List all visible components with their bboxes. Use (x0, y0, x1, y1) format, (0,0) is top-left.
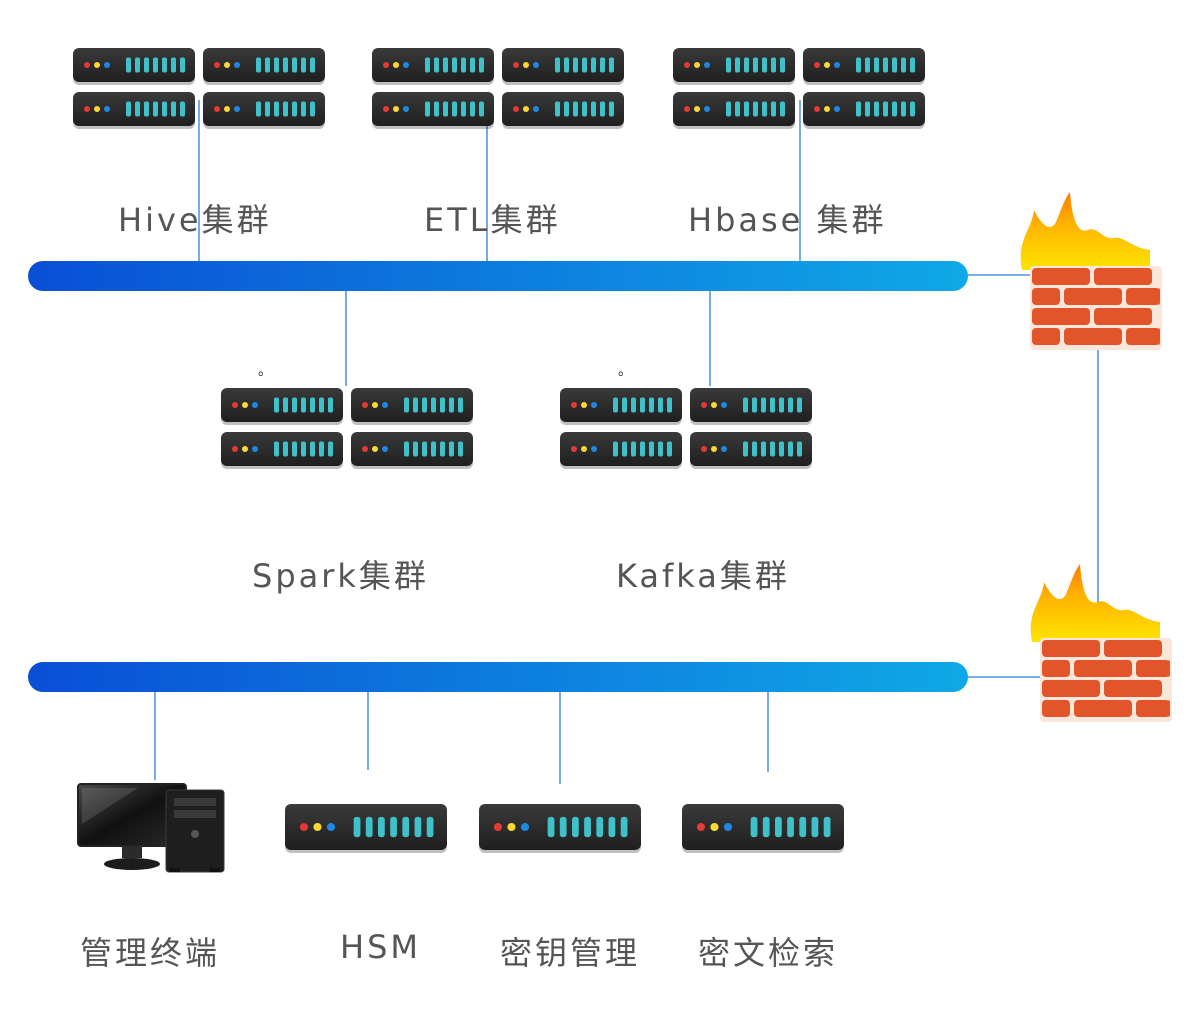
desktop-computer-icon (77, 783, 225, 873)
label-key-management: 密钥管理 (500, 934, 641, 972)
rack-server-icon (502, 92, 624, 129)
spark-mark: 。 (258, 363, 272, 379)
rack-server-icon (73, 92, 195, 129)
rack-server-icon (73, 48, 195, 85)
link-lines (154, 100, 1099, 784)
rack-server-icon (673, 92, 795, 129)
top-network-bus (28, 261, 968, 291)
label-etl-cluster: ETL集群 (424, 201, 561, 239)
server-cluster-kafka (560, 388, 812, 469)
hsm-server-icon (285, 804, 447, 853)
network-buses (28, 261, 968, 692)
label-hive-cluster: Hive集群 (118, 201, 272, 239)
label-hsm: HSM (340, 928, 421, 966)
rack-server-icon (372, 48, 494, 85)
firewalls (1020, 192, 1172, 722)
bottom-network-bus (28, 662, 968, 692)
label-kafka-cluster: Kafka集群 (616, 557, 790, 595)
rack-server-icon (803, 92, 925, 129)
rack-server-icon (203, 92, 325, 129)
kafka-mark: 。 (618, 363, 632, 379)
rack-server-icon (690, 432, 812, 469)
firewall-top-icon (1020, 192, 1162, 350)
firewall-bottom-icon (1030, 564, 1172, 722)
rack-server-icon (372, 92, 494, 129)
rack-server-icon (351, 388, 473, 425)
management-computer (77, 783, 225, 873)
rack-server-icon (673, 48, 795, 85)
rack-server-icon (690, 388, 812, 425)
rack-server-icon (203, 48, 325, 85)
server-cluster-spark (221, 388, 473, 469)
rack-server-icon (221, 388, 343, 425)
label-hbase-cluster: Hbase 集群 (688, 201, 887, 239)
rack-server-icon (221, 432, 343, 469)
key-management-server-icon (479, 804, 641, 853)
server-cluster-hive (73, 48, 325, 129)
label-management-terminal: 管理终端 (80, 934, 221, 972)
rack-server-icon (803, 48, 925, 85)
label-ciphertext-search: 密文检索 (698, 934, 839, 972)
server-cluster-hbase (673, 48, 925, 129)
label-spark-cluster: Spark集群 (252, 557, 429, 595)
rack-server-icon (560, 432, 682, 469)
rack-server-icon (351, 432, 473, 469)
server-cluster-etl (372, 48, 624, 129)
cipher-search-server-icon (682, 804, 844, 853)
rack-server-icon (502, 48, 624, 85)
server-groups (73, 48, 925, 853)
rack-server-icon (560, 388, 682, 425)
